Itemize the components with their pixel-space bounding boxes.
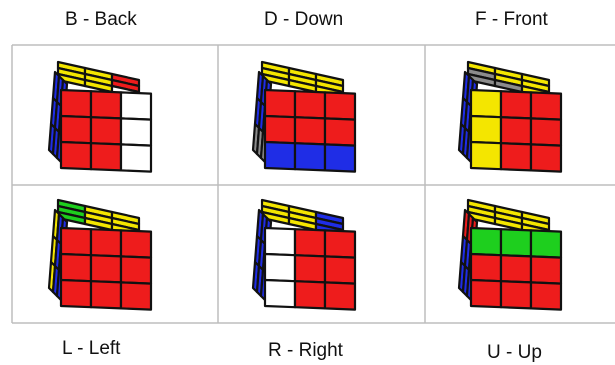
- cube-b: [49, 62, 151, 172]
- cube-f: [459, 62, 561, 172]
- label-left: L - Left: [62, 338, 120, 360]
- front-sticker: [61, 142, 91, 169]
- front-sticker: [121, 92, 151, 119]
- front-sticker: [265, 90, 295, 117]
- front-sticker: [471, 142, 501, 169]
- cube-r: [253, 200, 355, 310]
- front-sticker: [295, 255, 325, 282]
- front-sticker: [265, 280, 295, 307]
- label-back: B - Back: [65, 9, 137, 31]
- front-sticker: [471, 90, 501, 117]
- front-sticker: [91, 143, 121, 170]
- label-right: R - Right: [268, 340, 343, 362]
- front-sticker: [501, 229, 531, 256]
- front-sticker: [325, 230, 355, 257]
- front-sticker: [61, 116, 91, 143]
- label-down: D - Down: [264, 9, 343, 31]
- front-sticker: [471, 280, 501, 307]
- front-sticker: [325, 118, 355, 145]
- front-sticker: [471, 254, 501, 281]
- front-sticker: [531, 118, 561, 145]
- front-sticker: [295, 143, 325, 170]
- front-sticker: [91, 229, 121, 256]
- front-sticker: [265, 142, 295, 169]
- front-sticker: [295, 281, 325, 308]
- front-sticker: [325, 256, 355, 283]
- front-sticker: [265, 254, 295, 281]
- front-sticker: [91, 255, 121, 282]
- front-sticker: [61, 254, 91, 281]
- front-sticker: [531, 92, 561, 119]
- label-up: U - Up: [487, 342, 542, 364]
- front-sticker: [531, 256, 561, 283]
- front-sticker: [325, 144, 355, 171]
- front-sticker: [531, 144, 561, 171]
- front-sticker: [471, 228, 501, 255]
- cube-u: [459, 200, 561, 310]
- front-sticker: [531, 230, 561, 257]
- front-sticker: [121, 230, 151, 257]
- front-sticker: [121, 282, 151, 309]
- front-sticker: [61, 280, 91, 307]
- front-sticker: [325, 282, 355, 309]
- front-sticker: [501, 91, 531, 118]
- front-sticker: [91, 281, 121, 308]
- front-sticker: [501, 281, 531, 308]
- front-sticker: [501, 143, 531, 170]
- front-sticker: [61, 228, 91, 255]
- front-sticker: [531, 282, 561, 309]
- front-sticker: [121, 144, 151, 171]
- front-sticker: [91, 91, 121, 118]
- cube-d: [253, 62, 355, 172]
- front-sticker: [501, 117, 531, 144]
- front-sticker: [265, 116, 295, 143]
- cubes-layer: [49, 62, 561, 310]
- cube-l: [49, 200, 151, 310]
- front-sticker: [325, 92, 355, 119]
- front-sticker: [295, 91, 325, 118]
- front-sticker: [121, 118, 151, 145]
- front-sticker: [91, 117, 121, 144]
- front-sticker: [265, 228, 295, 255]
- front-sticker: [295, 229, 325, 256]
- front-sticker: [121, 256, 151, 283]
- label-front: F - Front: [475, 9, 548, 31]
- front-sticker: [295, 117, 325, 144]
- front-sticker: [471, 116, 501, 143]
- front-sticker: [501, 255, 531, 282]
- front-sticker: [61, 90, 91, 117]
